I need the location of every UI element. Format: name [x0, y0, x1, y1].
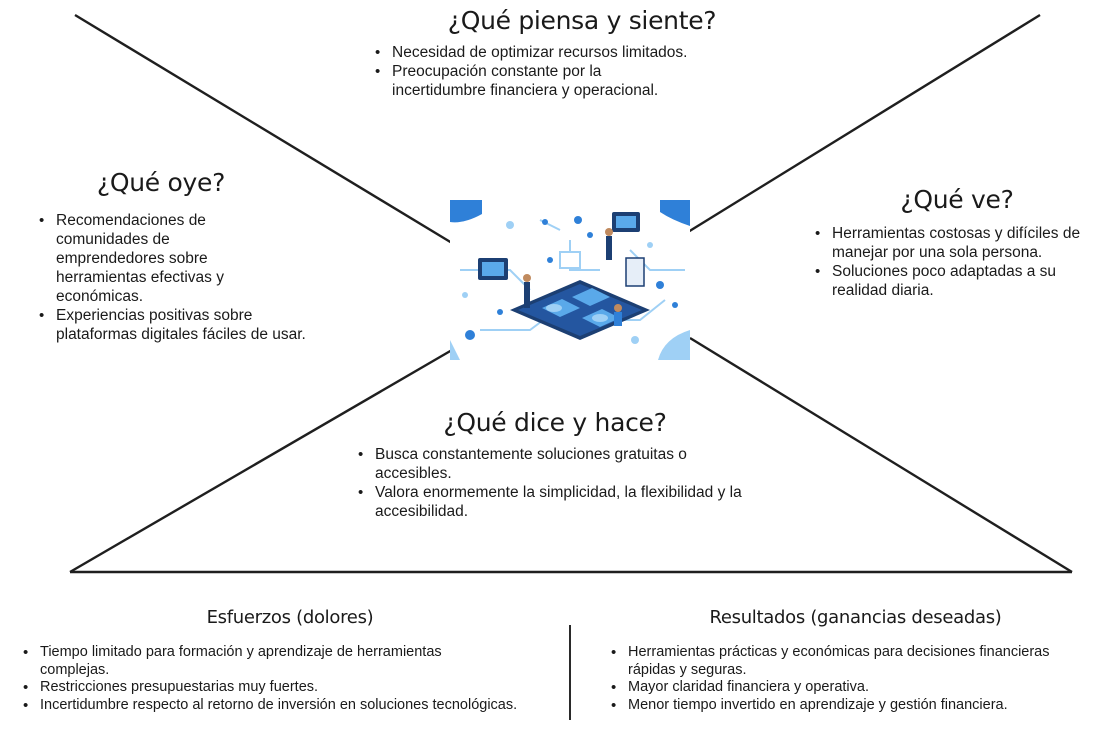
say-do-list: Busca constantemente soluciones gratuita… [355, 445, 805, 521]
list-item: Menor tiempo invertido en aprendizaje y … [611, 697, 1048, 715]
pains-list: Tiempo limitado para formación y aprendi… [20, 644, 560, 714]
gains-list: Herramientas prácticas y económicas para… [608, 644, 1103, 714]
diagonal-bottom-right [689, 336, 1073, 574]
list-item: Recomendaciones de comunidades de empren… [39, 211, 271, 306]
list-item: Tiempo limitado para formación y aprendi… [23, 644, 470, 679]
gains-section: Resultados (ganancias deseadas) Herramie… [608, 607, 1103, 714]
think-feel-list: Necesidad de optimizar recursos limitado… [372, 43, 792, 100]
list-item: Mayor claridad financiera y operativa. [611, 679, 1103, 697]
list-item: Necesidad de optimizar recursos limitado… [375, 43, 792, 62]
pains-title: Esfuerzos (dolores) [206, 607, 374, 628]
think-feel-section: ¿Qué piensa y siente? Necesidad de optim… [372, 6, 792, 100]
see-title: ¿Qué ve? [900, 185, 1014, 214]
pains-gains-divider [569, 625, 571, 720]
say-do-section: ¿Qué dice y hace? Busca constantemente s… [355, 408, 805, 521]
say-do-title: ¿Qué dice y hace? [443, 408, 667, 437]
see-list: Herramientas costosas y difíciles de man… [812, 224, 1102, 300]
diagonal-bottom-left [69, 348, 453, 574]
pains-section: Esfuerzos (dolores) Tiempo limitado para… [20, 607, 560, 714]
list-item: Herramientas prácticas y económicas para… [611, 644, 1078, 679]
diagonal-top-right [687, 13, 1041, 234]
hear-list: Recomendaciones de comunidades de empren… [36, 211, 316, 344]
list-item: Busca constantemente soluciones gratuita… [358, 445, 765, 483]
tech-illustration [450, 200, 690, 360]
list-item: Preocupación constante por la incertidum… [375, 62, 692, 100]
list-item: Incertidumbre respecto al retorno de inv… [23, 697, 550, 715]
list-item: Restricciones presupuestarias muy fuerte… [23, 679, 560, 697]
list-item: Valora enormemente la simplicidad, la fl… [358, 483, 800, 521]
hear-title: ¿Qué oye? [96, 168, 226, 197]
think-feel-title: ¿Qué piensa y siente? [447, 6, 717, 35]
diagonal-top-left [74, 13, 453, 245]
list-item: Soluciones poco adaptadas a su realidad … [815, 262, 1092, 300]
see-section: ¿Qué ve? Herramientas costosas y difícil… [812, 185, 1102, 300]
gains-title: Resultados (ganancias deseadas) [709, 607, 1002, 628]
hear-section: ¿Qué oye? Recomendaciones de comunidades… [36, 168, 316, 344]
list-item: Experiencias positivas sobre plataformas… [39, 306, 306, 344]
list-item: Herramientas costosas y difíciles de man… [815, 224, 1097, 262]
